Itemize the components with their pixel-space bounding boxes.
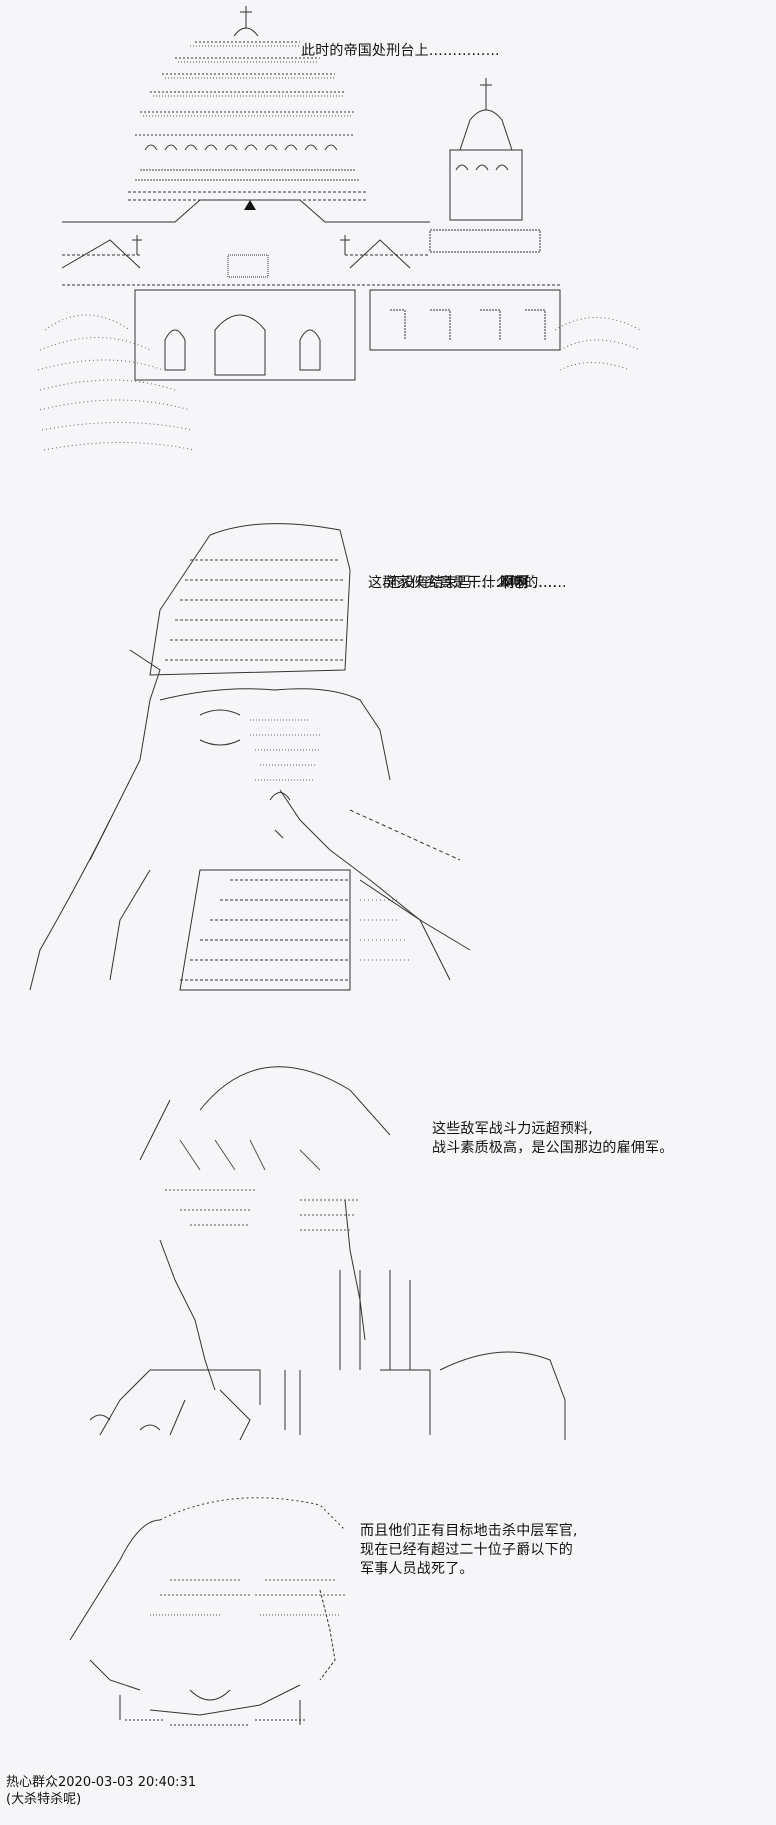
caption-soldier-line-2: 战斗素质极高，是公国那边的雇佣军。 — [432, 1140, 674, 1156]
caption-elder-line-3: 军事人员战死了。 — [360, 1561, 474, 1577]
palace-illustration — [37, 6, 641, 451]
palace-panel: 此时的帝国处刑台上…………… — [0, 0, 776, 480]
caption-elder-line-2: 现在已经有超过二十位子爵以下的 — [360, 1542, 573, 1558]
general-illustration — [29, 523, 471, 991]
caption-general-line-2: 这群家伙究竟是干什么吃的…… — [368, 575, 567, 591]
post-note: (大杀特杀呢) — [6, 1792, 82, 1807]
caption-soldier-line-1: 这些敌军战斗力远超预料, — [432, 1121, 593, 1137]
general-panel: 还没有结束吗……啊啊…… 这群家伙究竟是干什么吃的…… — [0, 500, 776, 1000]
soldier-illustration — [89, 1066, 566, 1441]
caption-emphasis: 啊啊 — [500, 575, 529, 591]
soldier-panel: 这些敌军战斗力远超预料, 战斗素质极高，是公国那边的雇佣军。 — [0, 1040, 776, 1460]
caption-general-text: 还没有结束吗……啊啊…… — [386, 575, 558, 591]
elder-illustration — [69, 1497, 346, 1726]
caption-elder-line-1: 而且他们正有目标地击杀中层军官, — [360, 1523, 578, 1539]
post-footer: 热心群众2020-03-03 20:40:31 (大杀特杀呢) — [6, 1774, 196, 1808]
caption-general-line-1: 还没有结束吗……啊啊…… — [368, 556, 557, 610]
elder-panel: 而且他们正有目标地击杀中层军官, 现在已经有超过二十位子爵以下的 军事人员战死了… — [0, 1480, 776, 1740]
post-meta: 热心群众2020-03-03 20:40:31 — [6, 1774, 196, 1791]
caption-palace: 此时的帝国处刑台上…………… — [301, 43, 500, 59]
author-name[interactable]: 热心群众 — [6, 1775, 59, 1790]
post-datetime: 2020-03-03 20:40:31 — [58, 1775, 197, 1790]
